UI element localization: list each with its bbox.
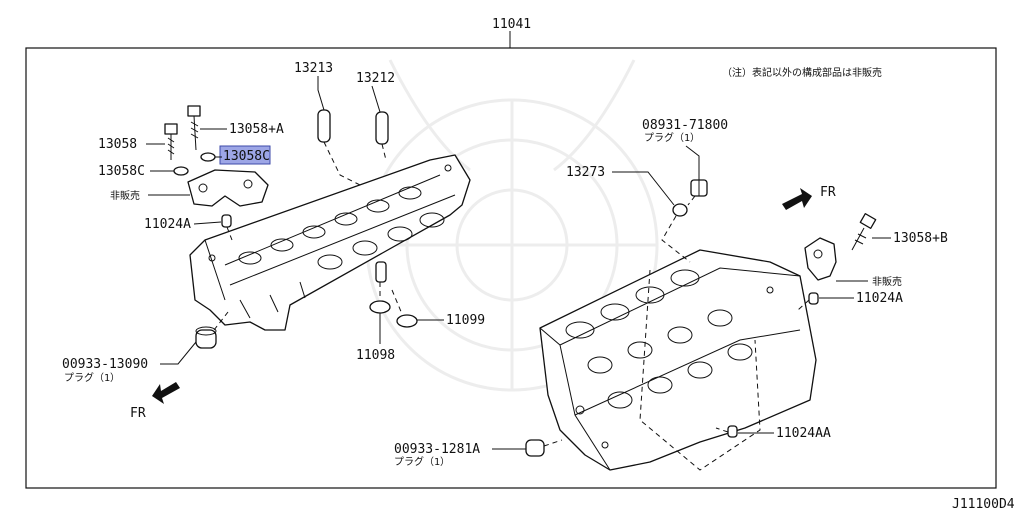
right-cylinder-head[interactable] <box>539 249 817 471</box>
fr-arrow-left <box>152 382 180 404</box>
part-label-11098[interactable]: 11098 <box>356 348 395 363</box>
right-bracket[interactable] <box>804 237 837 281</box>
washer-13058c-left[interactable] <box>173 166 189 176</box>
part-label-11024a-left[interactable]: 11024A <box>144 217 191 232</box>
plug-00933-1281a[interactable] <box>525 439 545 457</box>
bolt-13058[interactable] <box>164 123 178 160</box>
part-label-08931-71800[interactable]: 08931-71800 <box>642 118 728 133</box>
fr-label-right: FR <box>820 185 836 200</box>
part-label-13058c-left[interactable]: 13058C <box>98 164 145 179</box>
fr-label-left: FR <box>130 406 146 421</box>
not-sold-label-left: 非販売 <box>110 189 140 202</box>
plug-note-bottom: プラグ（1） <box>394 455 450 468</box>
assembly-number-label[interactable]: 11041 <box>492 17 531 32</box>
part-label-13273[interactable]: 13273 <box>566 165 605 180</box>
fr-arrow-right <box>782 188 812 210</box>
part-label-13058-b[interactable]: 13058+B <box>893 231 948 246</box>
part-label-13212[interactable]: 13212 <box>356 71 395 86</box>
plug-11099[interactable] <box>396 314 418 328</box>
part-label-13058c-highlight-box <box>219 145 271 165</box>
plug-00933-13090[interactable] <box>195 326 217 349</box>
pin-11024a-left[interactable] <box>221 214 232 228</box>
pin-11024aa[interactable] <box>727 425 738 438</box>
left-bracket[interactable] <box>187 169 269 207</box>
not-sold-label-right: 非販売 <box>872 275 902 288</box>
part-label-11024a-right[interactable]: 11024A <box>856 291 903 306</box>
not-sold-note: （注）表記以外の構成部品は非販売 <box>722 66 882 79</box>
part-label-11024aa[interactable]: 11024AA <box>776 426 831 441</box>
part-label-13058c-highlight[interactable]: 13058C <box>223 149 270 164</box>
part-label-00933-13090[interactable]: 00933-13090 <box>62 357 148 372</box>
part-label-13058[interactable]: 13058 <box>98 137 137 152</box>
pin-11024a-right[interactable] <box>808 292 819 305</box>
watermark-emblem <box>365 59 659 392</box>
diagram-code: J11100D4 <box>952 497 1015 511</box>
plug-08931-71800[interactable] <box>690 179 708 197</box>
part-label-00933-1281a[interactable]: 00933-1281A <box>394 442 480 457</box>
bolt-13058-a[interactable] <box>187 105 201 151</box>
part-label-13058-a[interactable]: 13058+A <box>229 122 284 137</box>
left-cylinder-head[interactable] <box>189 154 471 331</box>
washer-13058c-right[interactable] <box>200 152 216 162</box>
diagram-frame <box>25 47 997 489</box>
dowel-13212[interactable] <box>375 111 389 145</box>
dowel-13213[interactable] <box>317 109 331 143</box>
plug-note-top: プラグ（1） <box>644 131 700 144</box>
bolt-13058-b[interactable] <box>851 213 877 251</box>
plug-note-left: プラグ（1） <box>64 371 120 384</box>
gasket-13273[interactable] <box>672 203 688 217</box>
part-label-13213[interactable]: 13213 <box>294 61 333 76</box>
pin-11098[interactable] <box>369 261 391 314</box>
part-label-11099[interactable]: 11099 <box>446 313 485 328</box>
